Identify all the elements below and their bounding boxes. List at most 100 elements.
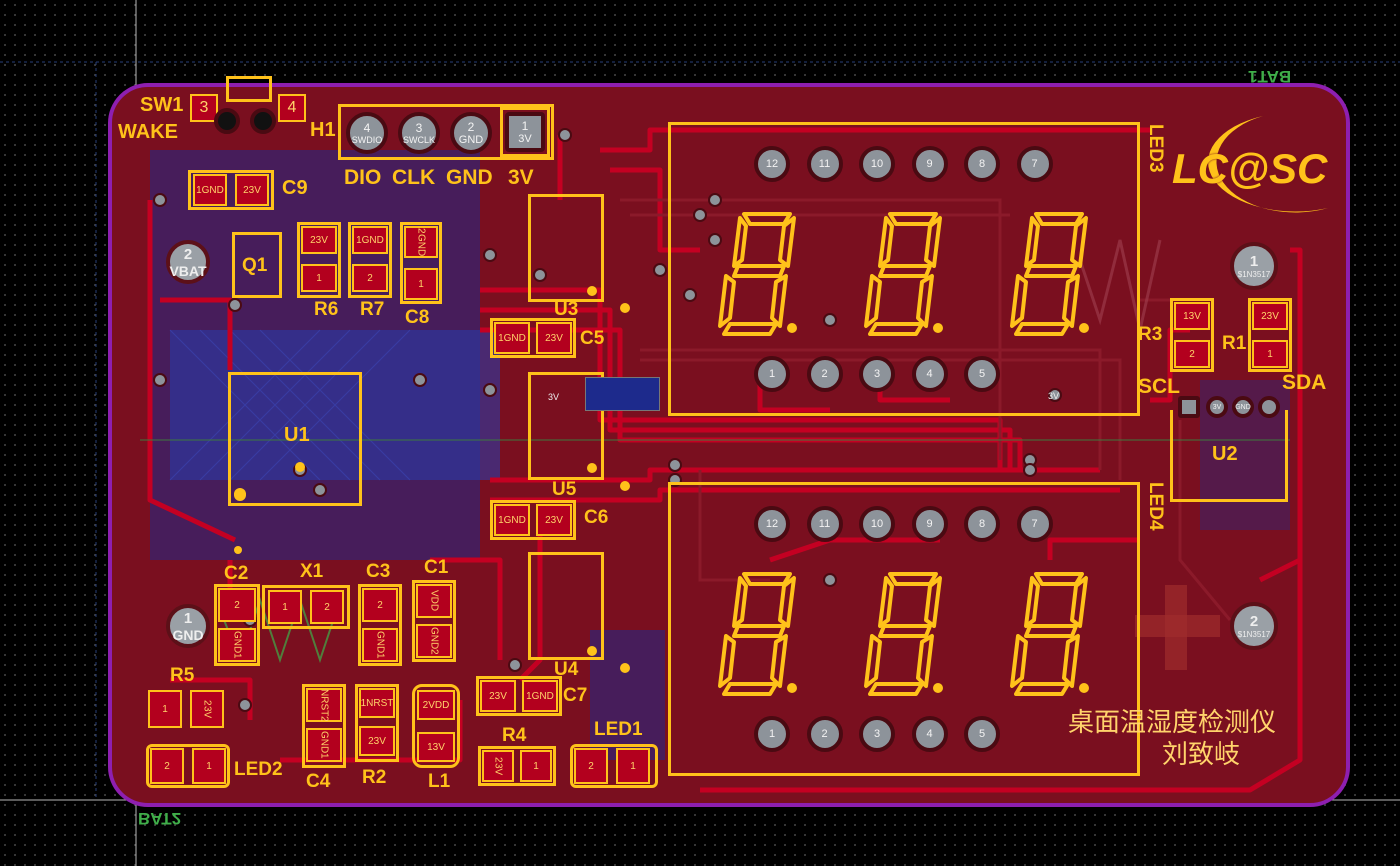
r5-pad-2[interactable]: 2 3V bbox=[190, 690, 224, 728]
c3-pad-1[interactable]: GND 1 bbox=[362, 628, 398, 662]
c1-pad-vdd[interactable]: VDD bbox=[416, 584, 452, 618]
led4-pin-12[interactable]: 12 bbox=[754, 506, 790, 542]
c7-ref: C7 bbox=[563, 685, 588, 706]
led4-pin-5[interactable]: 5 bbox=[964, 716, 1000, 752]
r2-ref: R2 bbox=[362, 767, 387, 788]
led1-pad-2[interactable]: 2 bbox=[574, 748, 608, 784]
h1-label-gnd: GND bbox=[446, 166, 493, 189]
sensor-pad-1[interactable]: 1$1N3517 bbox=[1230, 242, 1278, 290]
c2-pad-2[interactable]: 2 bbox=[218, 588, 256, 622]
led3-pin-1[interactable]: 1 bbox=[754, 356, 790, 392]
led3-pin-11[interactable]: 11 bbox=[806, 146, 843, 182]
led4-pin-2[interactable]: 2 bbox=[806, 716, 843, 752]
led3-pin-3[interactable]: 3 bbox=[859, 356, 895, 392]
pin-num: 2 bbox=[467, 120, 475, 134]
led3-pin-12[interactable]: 12 bbox=[754, 146, 790, 182]
x1-pad-1[interactable]: 1 bbox=[268, 590, 302, 624]
c2-pad-1[interactable]: GND 1 bbox=[218, 628, 256, 662]
led4-digit-3-segment-3 bbox=[1062, 634, 1080, 688]
r6-pad-1[interactable]: 1 bbox=[301, 264, 337, 292]
led4-pin-3[interactable]: 3 bbox=[859, 716, 895, 752]
r3-pad-2[interactable]: 2 bbox=[1174, 340, 1210, 368]
x1-pad-2[interactable]: 2 bbox=[310, 590, 344, 624]
board-author: 刘致岐 bbox=[1162, 740, 1241, 770]
u2-pin-4[interactable] bbox=[1258, 396, 1280, 418]
led4-pin-1[interactable]: 1 bbox=[754, 716, 790, 752]
led4-digit-3-segment-1 bbox=[1034, 572, 1084, 586]
led4-pin-7[interactable]: 7 bbox=[1016, 506, 1053, 542]
r4-pad-2[interactable]: 2 3V bbox=[482, 750, 514, 782]
led4-pin-4[interactable]: 4 bbox=[911, 716, 948, 752]
c3-pad-2[interactable]: 2 bbox=[362, 588, 398, 622]
led3-pin-8[interactable]: 8 bbox=[964, 146, 1000, 182]
led2-pad-1[interactable]: 1 bbox=[192, 748, 226, 784]
bat2-silk-label: BAT2 bbox=[138, 809, 182, 828]
sensor-pad-2[interactable]: 2$1N3517 bbox=[1230, 602, 1278, 650]
pad-net: GND bbox=[231, 631, 243, 654]
led1-outline bbox=[570, 744, 658, 788]
led4-pin-8[interactable]: 8 bbox=[964, 506, 1000, 542]
pad-num: 1 bbox=[183, 609, 193, 627]
pad-num: 2 bbox=[318, 715, 330, 722]
u2-pin-2[interactable]: 3V bbox=[1206, 396, 1228, 418]
led3-pin-10[interactable]: 10 bbox=[859, 146, 895, 182]
c4-pad-2[interactable]: NRST 2 bbox=[306, 688, 342, 722]
r4-pad-1[interactable]: 1 bbox=[520, 750, 552, 782]
sw1-pad-4[interactable]: 4 bbox=[278, 94, 306, 122]
led3-pin-7[interactable]: 7 bbox=[1016, 146, 1053, 182]
led3-digit-1-segment-2 bbox=[778, 216, 796, 268]
led3-pin-4[interactable]: 4 bbox=[911, 356, 948, 392]
led3-pin-2[interactable]: 2 bbox=[806, 356, 843, 392]
r1-pad-1[interactable]: 1 bbox=[1252, 340, 1288, 368]
c8-pad-1[interactable]: 1 bbox=[404, 268, 438, 300]
led4-pin-9[interactable]: 9 bbox=[911, 506, 948, 542]
led3-pin-5[interactable]: 5 bbox=[964, 356, 1000, 392]
u2-pin-1[interactable] bbox=[1178, 396, 1200, 418]
led3-digit-1-segment-7 bbox=[732, 264, 786, 278]
h1-ref: H1 bbox=[310, 119, 336, 141]
led3-pin-9[interactable]: 9 bbox=[911, 146, 948, 182]
c8-pad-2[interactable]: 2 GND bbox=[404, 226, 438, 258]
r7-pad-2[interactable]: 2 bbox=[352, 264, 388, 292]
c1-pad-gnd[interactable]: GND 2 bbox=[416, 624, 452, 658]
led4-pin-10[interactable]: 10 bbox=[859, 506, 895, 542]
led4-digit-1-segment-5 bbox=[718, 634, 736, 688]
led3-ref: LED3 bbox=[1145, 124, 1166, 173]
led2-pad-2[interactable]: 2 bbox=[150, 748, 184, 784]
r5-pad-1[interactable]: 1 bbox=[148, 690, 182, 728]
led3-digit-2-segment-2 bbox=[924, 216, 942, 268]
led4-pin-11[interactable]: 11 bbox=[806, 506, 843, 542]
c4-pad-1[interactable]: GND 1 bbox=[306, 728, 342, 762]
pad-num: 2 bbox=[545, 514, 551, 526]
led3-digit-1-decimal-point bbox=[787, 323, 797, 333]
led1-pad-1[interactable]: 1 bbox=[616, 748, 650, 784]
led3-digit-1-segment-6 bbox=[732, 216, 748, 268]
sw1-pad-3[interactable]: 3 bbox=[190, 94, 218, 122]
pad-net: $1N3517 bbox=[1237, 270, 1271, 279]
led4-digit-2-segment-4 bbox=[868, 682, 924, 696]
u2-pin-3[interactable]: GND bbox=[1232, 396, 1254, 418]
